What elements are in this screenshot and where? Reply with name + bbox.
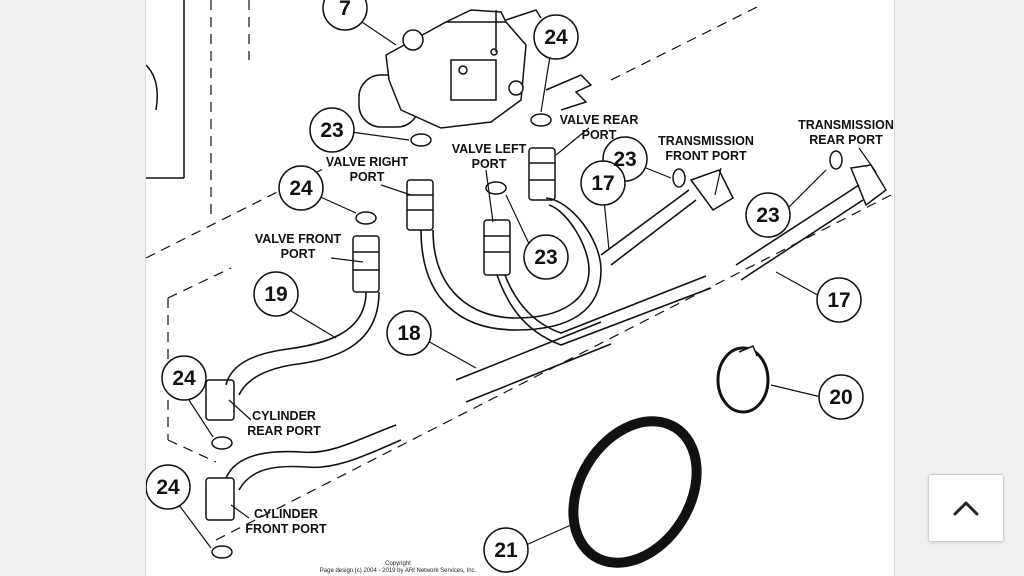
label-transmission-front-port-line1: TRANSMISSION xyxy=(658,134,754,148)
copyright-heading: Copyright xyxy=(385,561,411,567)
hoses xyxy=(225,184,864,491)
parts-diagram: 7 24 23 24 23 17 23 23 19 18 17 24 20 24… xyxy=(145,0,895,576)
label-transmission-rear-port-line2: REAR PORT xyxy=(809,133,883,147)
label-valve-right-port-line1: VALVE RIGHT xyxy=(326,155,409,169)
callout-17-right: 17 xyxy=(827,289,850,312)
callout-23-right-port: 23 xyxy=(320,119,343,142)
label-cylinder-front-port-line2: FRONT PORT xyxy=(245,522,327,536)
edge-fragment xyxy=(146,0,185,179)
label-valve-front-port-line1: VALVE FRONT xyxy=(255,232,342,246)
label-cylinder-rear-port-line1: CYLINDER xyxy=(252,409,316,423)
valve-body xyxy=(358,9,593,129)
o-rings xyxy=(211,113,843,559)
label-valve-right-port-line2: PORT xyxy=(350,170,385,184)
callout-7: 7 xyxy=(339,0,351,20)
callout-17-mid: 17 xyxy=(591,172,614,195)
callout-circles xyxy=(146,0,864,573)
label-cylinder-front-port-line1: CYLINDER xyxy=(254,507,318,521)
callout-24-cyl-rear: 24 xyxy=(172,367,196,390)
callout-24-cyl-front: 24 xyxy=(156,476,180,499)
callout-23-trans-front: 23 xyxy=(613,148,636,171)
fittings xyxy=(205,147,887,521)
label-valve-left-port-line2: PORT xyxy=(472,157,507,171)
label-valve-rear-port-line2: PORT xyxy=(582,128,617,142)
callout-23-left-port: 23 xyxy=(534,246,557,269)
callout-23-trans-rear: 23 xyxy=(756,204,779,227)
callout-18: 18 xyxy=(397,322,421,345)
callout-24-top: 24 xyxy=(544,26,568,49)
leader-lines xyxy=(178,19,877,549)
label-transmission-rear-port-line1: TRANSMISSION xyxy=(798,118,894,132)
callout-19: 19 xyxy=(264,283,287,306)
label-valve-rear-port-line1: VALVE REAR xyxy=(560,113,639,127)
label-cylinder-rear-port-line2: REAR PORT xyxy=(247,424,321,438)
scroll-to-top-button[interactable] xyxy=(928,474,1004,542)
seal-ring xyxy=(568,416,702,568)
chevron-up-icon xyxy=(953,501,979,516)
callout-20: 20 xyxy=(829,386,852,409)
label-valve-front-port-line2: PORT xyxy=(281,247,316,261)
label-valve-left-port-line1: VALVE LEFT xyxy=(452,142,527,156)
label-transmission-front-port-line2: FRONT PORT xyxy=(665,149,747,163)
hose-clamp xyxy=(716,345,770,414)
callout-24-front-port: 24 xyxy=(289,177,313,200)
copyright-line: Page design (c) 2004 - 2019 by ARI Netwo… xyxy=(320,568,477,574)
callout-21: 21 xyxy=(494,539,518,562)
